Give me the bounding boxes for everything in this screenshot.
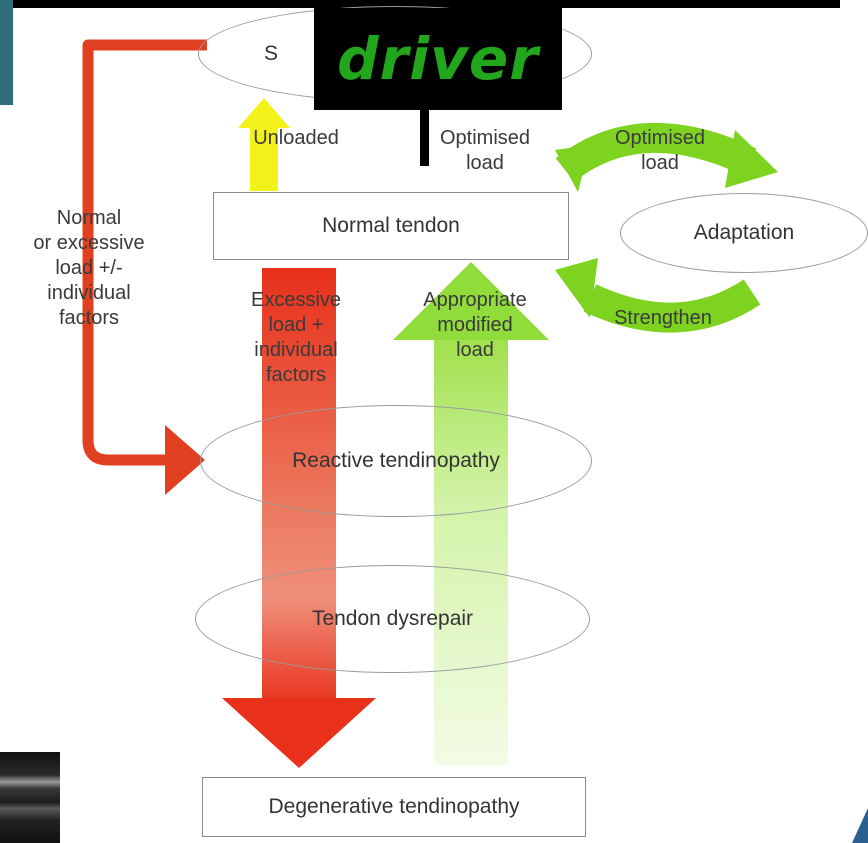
appropriate-load-label: Appropriate modified load (423, 289, 527, 361)
reactive-tendinopathy-ellipse: Reactive tendinopathy (200, 405, 592, 517)
driver-text: driver (337, 25, 539, 93)
tendon-dysrepair-ellipse: Tendon dysrepair (195, 565, 590, 673)
adaptation-ellipse: Adaptation (620, 193, 868, 273)
green-curve-top-tail (555, 145, 590, 192)
text-cursor-bar (420, 110, 429, 166)
green-curve-top-head (725, 130, 778, 188)
top-ellipse-label: S (264, 42, 279, 65)
tendon-dysrepair-label: Tendon dysrepair (311, 607, 474, 630)
left-side-load-label: Normal or excessive load +/- individual … (33, 207, 145, 329)
left-red-arrowhead (165, 425, 205, 495)
green-arrow-shaft (434, 335, 508, 765)
ultrasound-thumbnail (0, 752, 60, 843)
yellow-arrowhead (238, 98, 290, 128)
driver-overlay-label: driver (314, 8, 562, 110)
red-arrowhead (222, 698, 376, 768)
green-curve-bottom-head (555, 258, 598, 318)
top-black-bar (0, 0, 840, 8)
green-arrowhead (393, 262, 549, 340)
yellow-arrow-shaft (250, 125, 278, 191)
teal-side-block (0, 0, 13, 105)
normal-tendon-label: Normal tendon (322, 214, 460, 237)
optimised-load-right-label: Optimised load (614, 127, 706, 174)
reactive-tendinopathy-label: Reactive tendinopathy (292, 449, 500, 472)
strengthen-label: Strengthen (614, 307, 712, 329)
adaptation-label: Adaptation (693, 221, 795, 244)
degenerative-tendinopathy-label: Degenerative tendinopathy (268, 795, 520, 818)
excessive-load-label: Excessive load + individual factors (250, 289, 342, 386)
degenerative-tendinopathy-box: Degenerative tendinopathy (202, 777, 586, 837)
normal-tendon-box: Normal tendon (213, 192, 569, 260)
unloaded-label: Unloaded (253, 127, 339, 149)
green-curve-bottom (583, 279, 761, 333)
optimised-load-center-label: Optimised load (439, 127, 531, 174)
left-red-connector (82, 39, 207, 466)
